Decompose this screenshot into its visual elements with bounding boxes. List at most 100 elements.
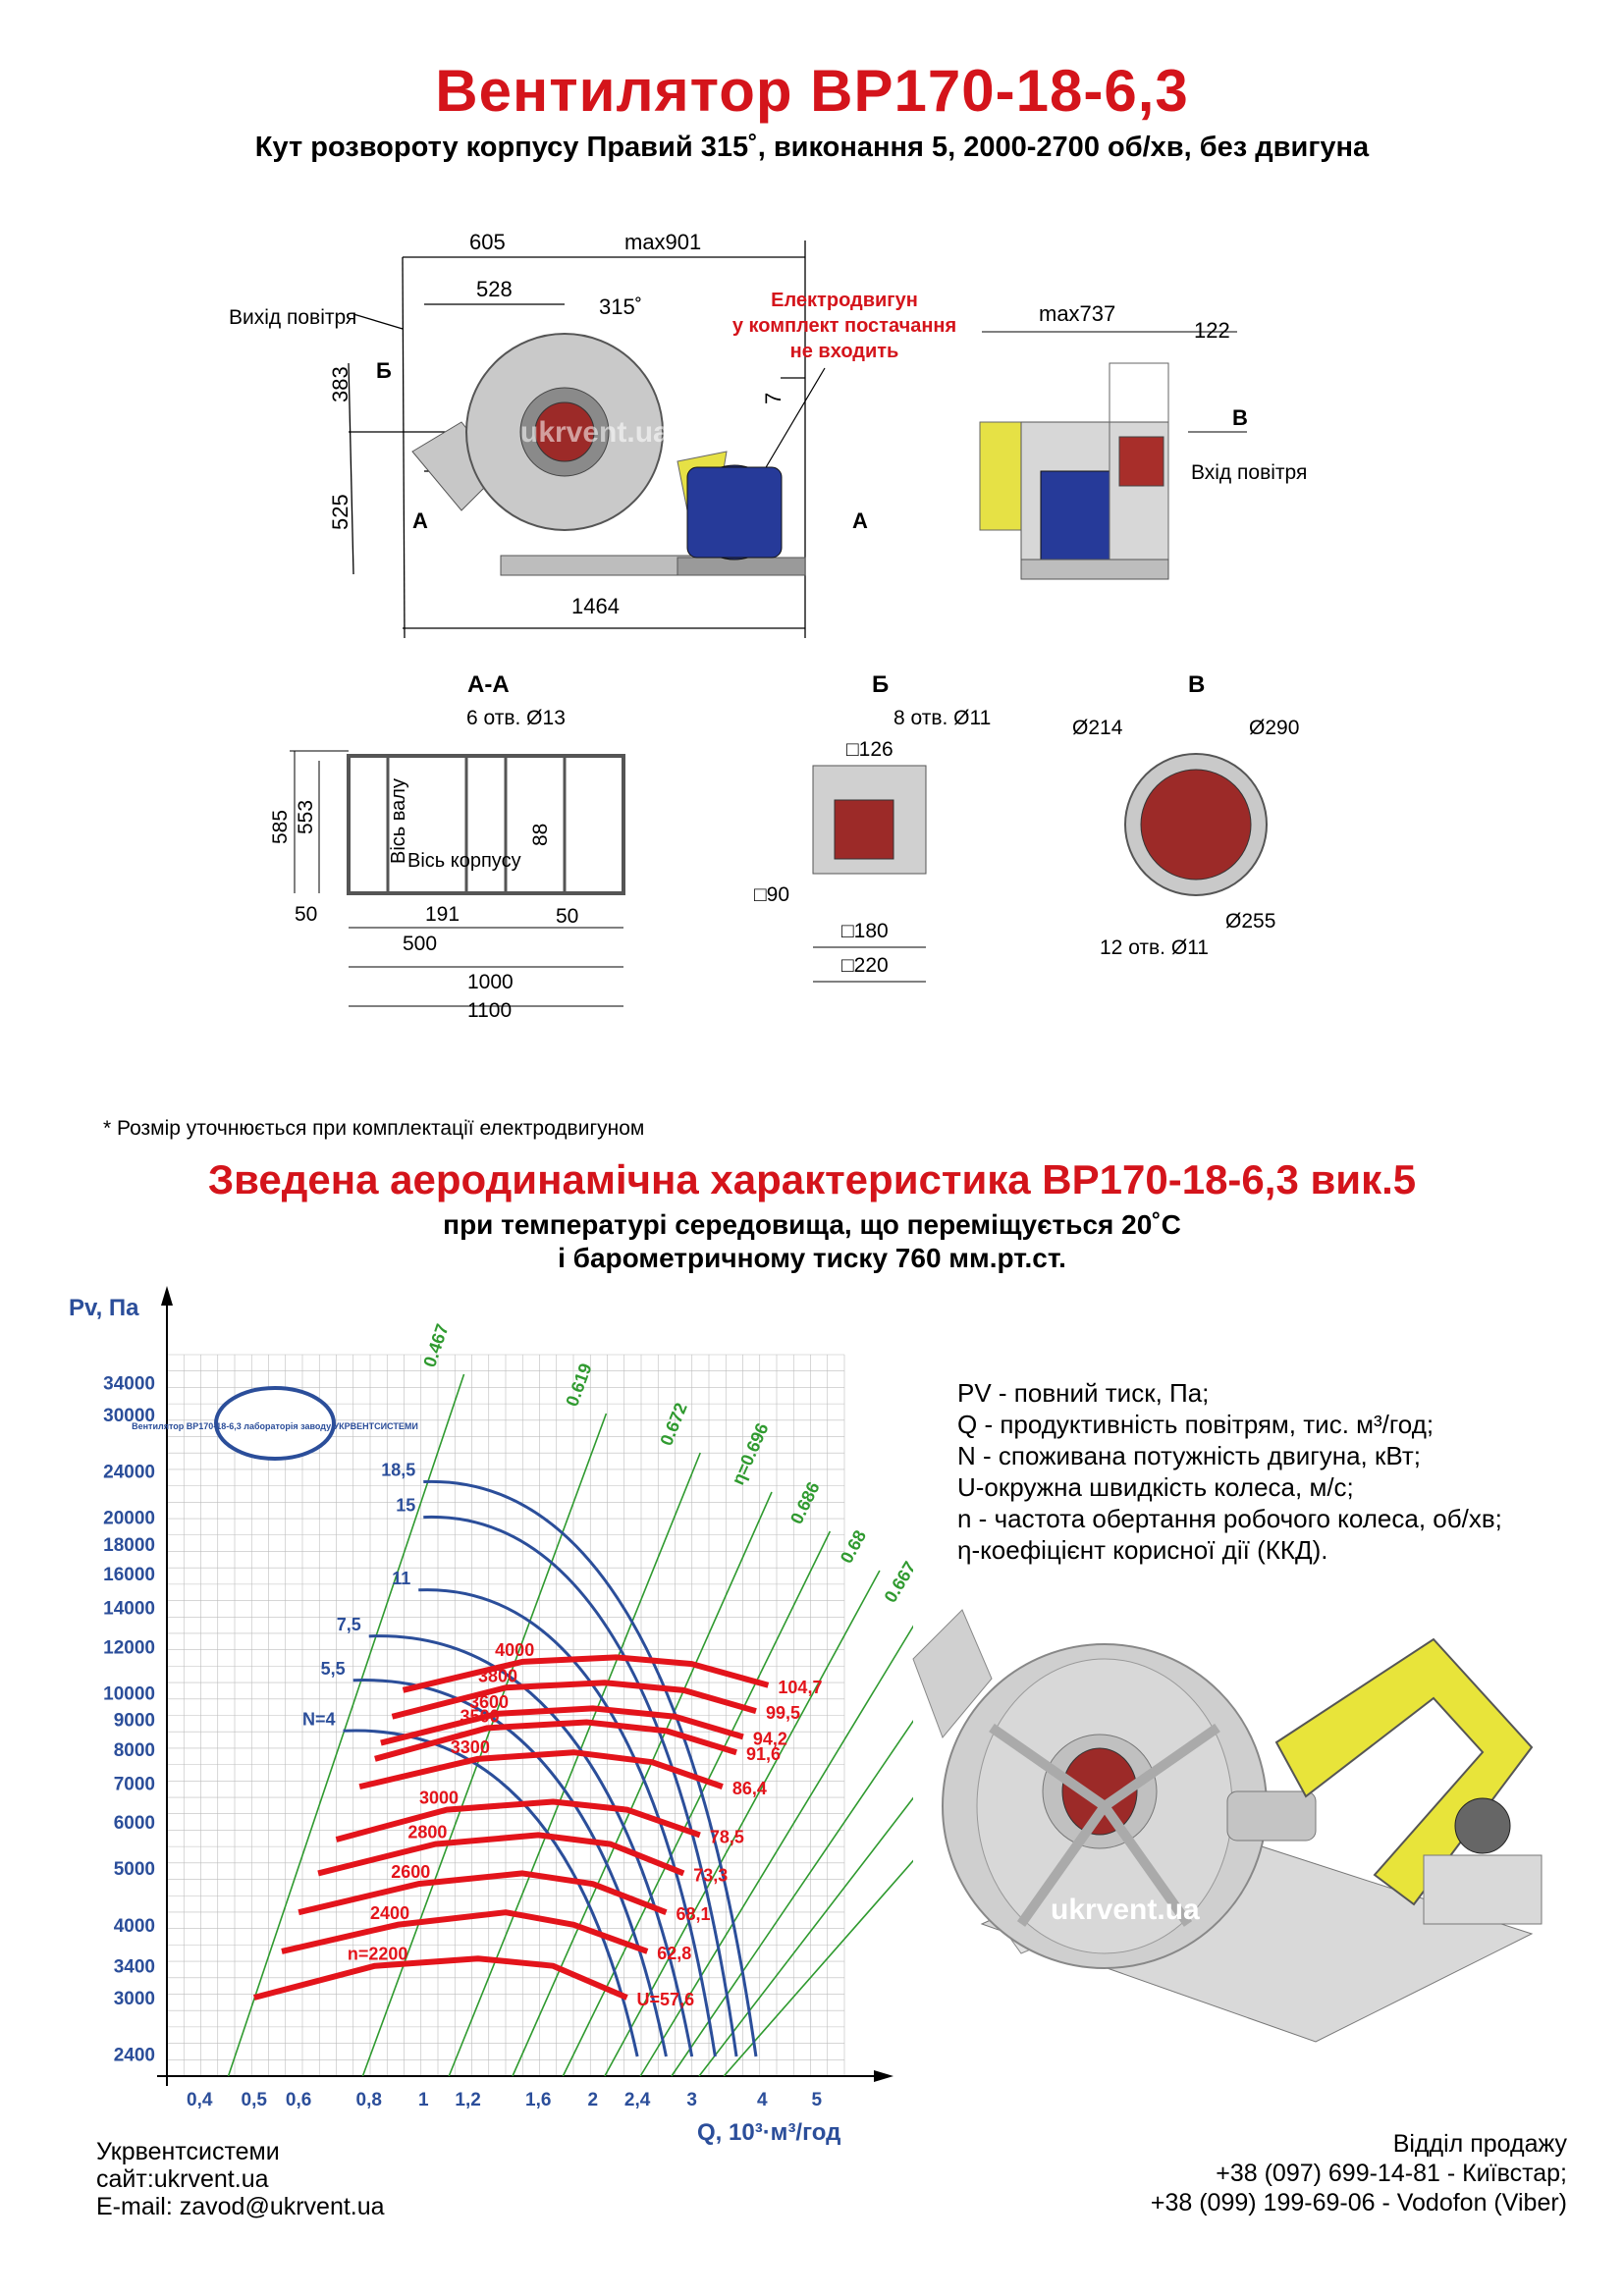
aa-dim-50-right: 50 [556, 905, 578, 928]
v-dim-290: Ø290 [1249, 717, 1299, 739]
footer-sales: Відділ продажу [1392, 2130, 1567, 2158]
label-air-outlet: Вихід повітря [229, 306, 356, 329]
aa-dim-553: 553 [295, 800, 317, 834]
section-v-mark: В [1232, 405, 1248, 430]
speed-label: 3000 [419, 1789, 459, 1808]
lab-logo-badge [214, 1386, 336, 1461]
y-tick-label: 20000 [103, 1509, 155, 1529]
legend-rpm: n - частота обертання робочого колеса, о… [957, 1504, 1502, 1533]
fan-3d-render: ukrvent.ua [912, 1609, 1543, 2043]
dim-528: 528 [476, 277, 513, 301]
power-label: 5,5 [321, 1659, 346, 1679]
speed-label: 2600 [391, 1862, 430, 1882]
x-tick-label: 1,2 [455, 2090, 480, 2110]
speed-curve [281, 1909, 649, 1954]
efficiency-line [227, 1373, 465, 2077]
efficiency-line [723, 1859, 913, 2077]
render-watermark: ukrvent.ua [1051, 1894, 1200, 1926]
x-tick-label: 3 [686, 2090, 697, 2110]
axis-body-label: Вісь корпусу [407, 850, 521, 872]
dim-605: 605 [469, 230, 506, 254]
motor-note-line1: Електродвигун [771, 290, 918, 311]
y-tick-label: 10000 [103, 1683, 155, 1704]
x-tick-label: 2 [587, 2090, 598, 2110]
v-dim-255: Ø255 [1225, 910, 1275, 933]
x-tick-label: 0,4 [187, 2090, 213, 2110]
y-tick-label: 3400 [114, 1957, 155, 1978]
speed-label: 3500 [460, 1706, 500, 1726]
power-label: N=4 [302, 1709, 336, 1729]
dim-max901: max901 [624, 230, 701, 254]
footer-phone-1[interactable]: +38 (097) 699-14-81 - Київстар; [1216, 2160, 1567, 2187]
power-curve [368, 1634, 694, 2057]
b-dim-180: □180 [841, 920, 889, 942]
x-tick-label: 4 [757, 2090, 768, 2110]
efficiency-line [448, 1452, 701, 2077]
u-label: 91,6 [746, 1744, 781, 1764]
x-axis-arrow [874, 2070, 893, 2082]
speed-curve [317, 1832, 685, 1877]
y-tick-label: 7000 [114, 1774, 155, 1794]
u-label: 94,2 [753, 1729, 787, 1748]
y-tick-label: 3000 [114, 1989, 155, 2009]
efficiency-label: 0.672 [656, 1400, 690, 1448]
y-tick-label: 24000 [103, 1463, 155, 1483]
power-label: 18,5 [381, 1461, 415, 1480]
efficiency-line [562, 1530, 832, 2077]
dim-max737: max737 [1039, 301, 1115, 326]
speed-curve [358, 1749, 724, 1790]
speed-label: 3300 [451, 1737, 490, 1757]
page-subtitle: Кут розвороту корпусу Правий 315˚, викон… [254, 132, 1370, 163]
y-tick-label: 18000 [103, 1535, 155, 1556]
efficiency-label: 0.68 [837, 1527, 870, 1567]
speed-label: 2800 [407, 1823, 447, 1842]
footer-email[interactable]: E-mail: zavod@ukrvent.ua [96, 2193, 385, 2220]
axis-shaft-label: Вісь валу [388, 778, 409, 864]
x-tick-label: 0,5 [242, 2090, 268, 2110]
view-b: Б 8 отв. Ø11 □126 □90 □180 □220 [754, 671, 991, 983]
speed-label: 4000 [495, 1640, 534, 1660]
speed-curve [380, 1705, 744, 1746]
y-tick-label: 14000 [103, 1599, 155, 1620]
lab-logo-text: Вентилятор ВР170-18-6,3 лабораторія заво… [132, 1421, 418, 1431]
footnote: * Розмір уточнюється при комплектації ел… [103, 1117, 645, 1140]
aa-dim-585: 585 [269, 810, 292, 844]
footer-site[interactable]: сайт:ukrvent.ua [96, 2165, 269, 2193]
speed-curve [253, 1955, 628, 2001]
b-dim-220: □220 [841, 954, 889, 977]
u-label: 104,7 [778, 1678, 822, 1697]
dim-315: 315˚ [599, 294, 642, 319]
dim-122: 122 [1194, 318, 1230, 343]
dim-1464: 1464 [571, 594, 620, 618]
fan-front-view: ukrvent.ua [411, 333, 806, 576]
u-label: 73,3 [693, 1865, 728, 1885]
section-b-mark: Б [376, 358, 392, 383]
x-tick-label: 0,8 [356, 2090, 382, 2110]
v-holes: 12 отв. Ø11 [1100, 936, 1209, 959]
b-dim-126: □126 [846, 738, 893, 761]
u-label: 78,5 [710, 1827, 744, 1846]
footer-company: Укрвентсистеми [96, 2138, 280, 2165]
aa-dim-1100: 1100 [467, 999, 512, 1022]
dim-383: 383 [328, 366, 352, 402]
efficiency-label: 0.467 [419, 1321, 452, 1369]
motor-note-line3: не входить [790, 341, 899, 362]
power-curve [423, 1516, 738, 2057]
power-label: 15 [396, 1496, 415, 1516]
y-tick-label: 12000 [103, 1637, 155, 1658]
legend-n: N - споживана потужність двигуна, кВт; [957, 1441, 1421, 1470]
section-a-mark-right: А [852, 508, 868, 533]
view-aa-title: А-А [467, 671, 510, 698]
aa-dim-50-left: 50 [295, 903, 317, 926]
x-tick-label: 5 [812, 2090, 823, 2110]
b-dim-90: □90 [754, 883, 789, 906]
view-v-title: В [1188, 671, 1205, 698]
efficiency-line [639, 1625, 913, 2077]
y-tick-label: 6000 [114, 1813, 155, 1834]
footer-phone-2[interactable]: +38 (099) 199-69-06 - Vodofon (Viber) [1150, 2189, 1567, 2216]
x-tick-label: 0,6 [286, 2090, 311, 2110]
speed-label: n=2200 [348, 1945, 408, 1964]
efficiency-label: 0.619 [562, 1361, 595, 1409]
section2-title: Зведена аеродинамічна характеристика ВР1… [207, 1156, 1417, 1202]
power-curve [423, 1480, 758, 2057]
